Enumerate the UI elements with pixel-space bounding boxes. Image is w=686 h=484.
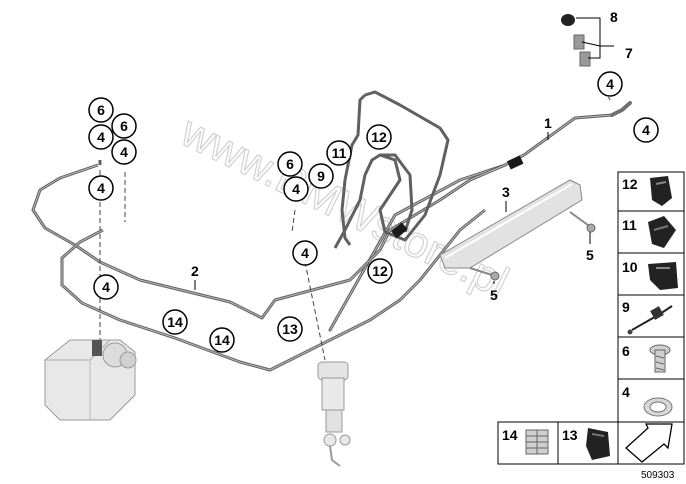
callout-9: 9	[308, 163, 334, 189]
callout-12-a: 12	[366, 124, 392, 150]
svg-text:6: 6	[97, 102, 105, 118]
callouts: 6 4 6 4 4 4 4 4 6 4 9 11 12 4 12 13 14 1…	[88, 71, 659, 353]
watermark: www.BMWstore.pl	[173, 107, 516, 308]
svg-text:11: 11	[622, 217, 637, 233]
label-3: 3	[502, 184, 510, 200]
callout-12-b: 12	[367, 258, 393, 284]
callout-4-b: 4	[111, 139, 137, 165]
callout-14-b: 14	[209, 327, 235, 353]
bleeder-fittings	[561, 14, 614, 67]
svg-text:4: 4	[102, 279, 110, 295]
label-7: 7	[625, 45, 633, 61]
svg-text:4: 4	[97, 180, 105, 196]
legend-item-11: 11	[622, 216, 676, 248]
callout-4-f: 4	[633, 117, 659, 143]
svg-text:6: 6	[622, 343, 630, 359]
svg-text:12: 12	[622, 176, 638, 192]
label-5-a: 5	[586, 247, 594, 263]
bracket-rail-3	[439, 179, 596, 281]
brake-line-2	[31, 163, 506, 320]
arrow-icon	[625, 423, 673, 463]
callout-6-b: 6	[111, 113, 137, 139]
svg-text:4: 4	[292, 181, 300, 197]
callout-4-e: 4	[597, 71, 623, 97]
callout-4-g: 4	[283, 176, 309, 202]
label-2: 2	[191, 263, 199, 279]
legend-item-14: 14	[502, 427, 549, 455]
abs-unit	[44, 339, 137, 421]
label-1: 1	[544, 115, 552, 131]
svg-text:14: 14	[167, 314, 183, 330]
svg-text:13: 13	[282, 321, 298, 337]
svg-text:4: 4	[301, 245, 309, 261]
legend-item-12: 12	[622, 176, 672, 206]
svg-text:4: 4	[606, 76, 614, 92]
svg-text:11: 11	[332, 145, 347, 161]
callout-6-a: 6	[88, 97, 114, 123]
plain-labels: 1 2 3 5 5 7 8	[191, 9, 633, 303]
callout-6-c: 6	[277, 151, 303, 177]
callout-4-d: 4	[93, 274, 119, 300]
legend-item-4: 4	[622, 384, 673, 417]
svg-text:4: 4	[622, 384, 630, 400]
label-8: 8	[610, 9, 618, 25]
callout-4-a: 4	[88, 124, 114, 150]
svg-text:13: 13	[562, 427, 578, 443]
brake-line-upper-loop	[333, 90, 450, 249]
svg-text:4: 4	[97, 129, 105, 145]
brake-master-cylinder	[317, 361, 351, 467]
label-5-b: 5	[490, 287, 498, 303]
svg-text:9: 9	[622, 299, 630, 315]
callout-11: 11	[326, 140, 352, 166]
svg-text:9: 9	[317, 168, 325, 184]
legend-item-10: 10	[622, 259, 678, 290]
svg-text:4: 4	[642, 122, 650, 138]
legend-item-13: 13	[562, 427, 610, 460]
svg-text:6: 6	[120, 118, 128, 134]
diagram-code: 509303	[641, 470, 675, 481]
callout-4-h: 4	[292, 240, 318, 266]
svg-text:6: 6	[286, 156, 294, 172]
callout-4-c: 4	[88, 175, 114, 201]
callout-13: 13	[277, 316, 303, 342]
legend-item-9: 9	[622, 299, 673, 335]
svg-text:12: 12	[371, 129, 387, 145]
svg-text:12: 12	[372, 263, 388, 279]
callout-14-a: 14	[162, 309, 188, 335]
legend-item-6: 6	[622, 343, 671, 373]
svg-text:10: 10	[622, 259, 638, 275]
svg-text:14: 14	[214, 332, 230, 348]
svg-text:14: 14	[502, 427, 518, 443]
brake-line-14	[60, 208, 486, 372]
svg-text:4: 4	[120, 144, 128, 160]
legend-items: 12 11 10 9 6	[502, 176, 678, 463]
